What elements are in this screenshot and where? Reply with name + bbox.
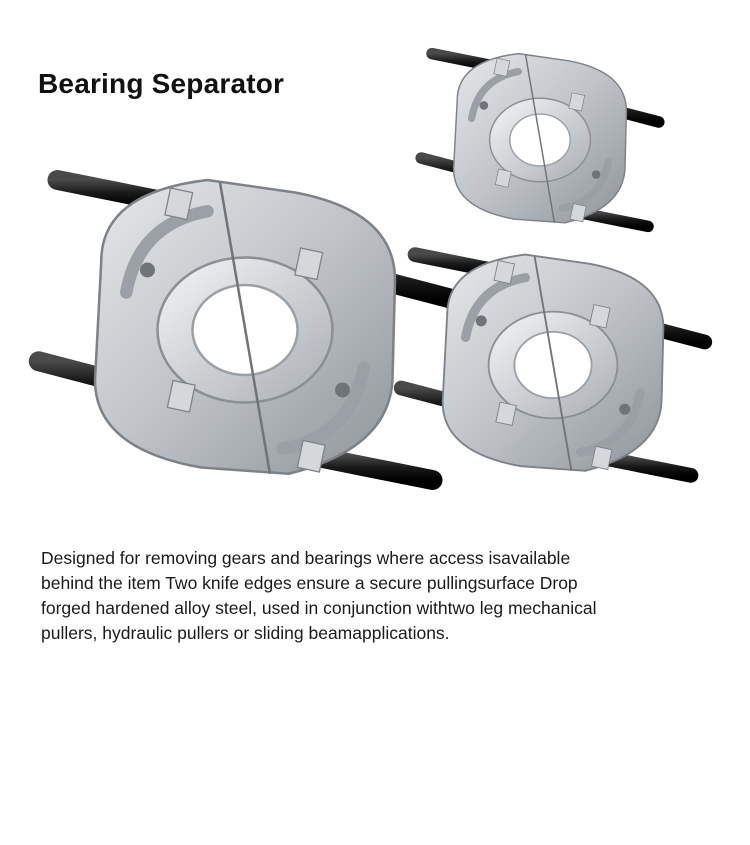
- description-line: pullers, hydraulic pullers or sliding be…: [41, 623, 450, 643]
- product-photo: [0, 0, 750, 530]
- description-line: forged hardened alloy steel, used in con…: [41, 598, 597, 618]
- small-separator: [421, 54, 659, 227]
- description-line: behind the item Two knife edges ensure a…: [41, 573, 578, 593]
- product-description: Designed for removing gears and bearings…: [41, 546, 721, 646]
- large-separator: [39, 180, 452, 480]
- product-title: Bearing Separator: [38, 68, 285, 99]
- description-line: Designed for removing gears and bearings…: [41, 548, 571, 568]
